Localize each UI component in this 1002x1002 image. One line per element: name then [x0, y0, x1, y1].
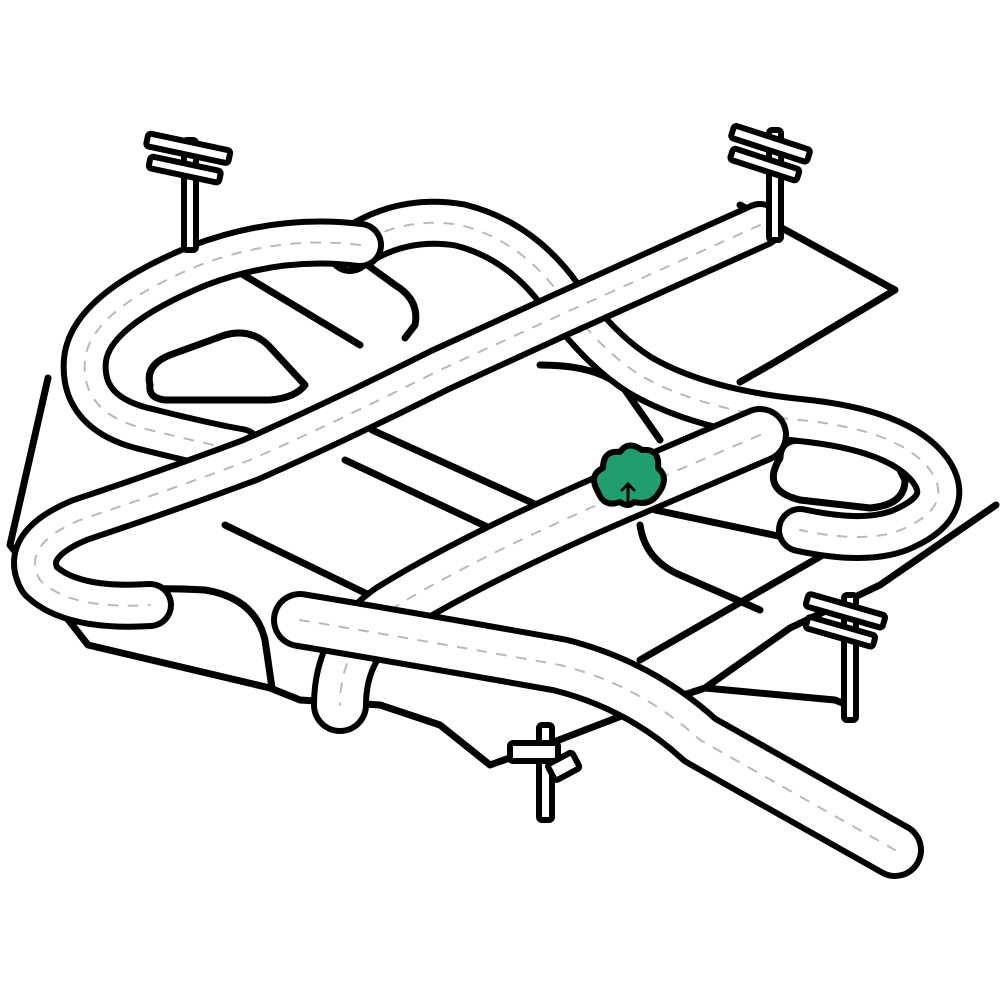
lot-line — [701, 684, 859, 712]
lot-line — [145, 329, 309, 404]
signpost-icon — [507, 722, 583, 823]
lot-line — [228, 241, 420, 349]
utility-pole-icon — [727, 123, 813, 243]
lot-line — [636, 521, 764, 614]
ground-slab-outline — [6, 201, 1000, 769]
roads — [11, 198, 963, 879]
utility-pole-icon — [143, 130, 234, 253]
tree-icon — [591, 442, 667, 508]
utility-pole-icon — [802, 591, 888, 723]
